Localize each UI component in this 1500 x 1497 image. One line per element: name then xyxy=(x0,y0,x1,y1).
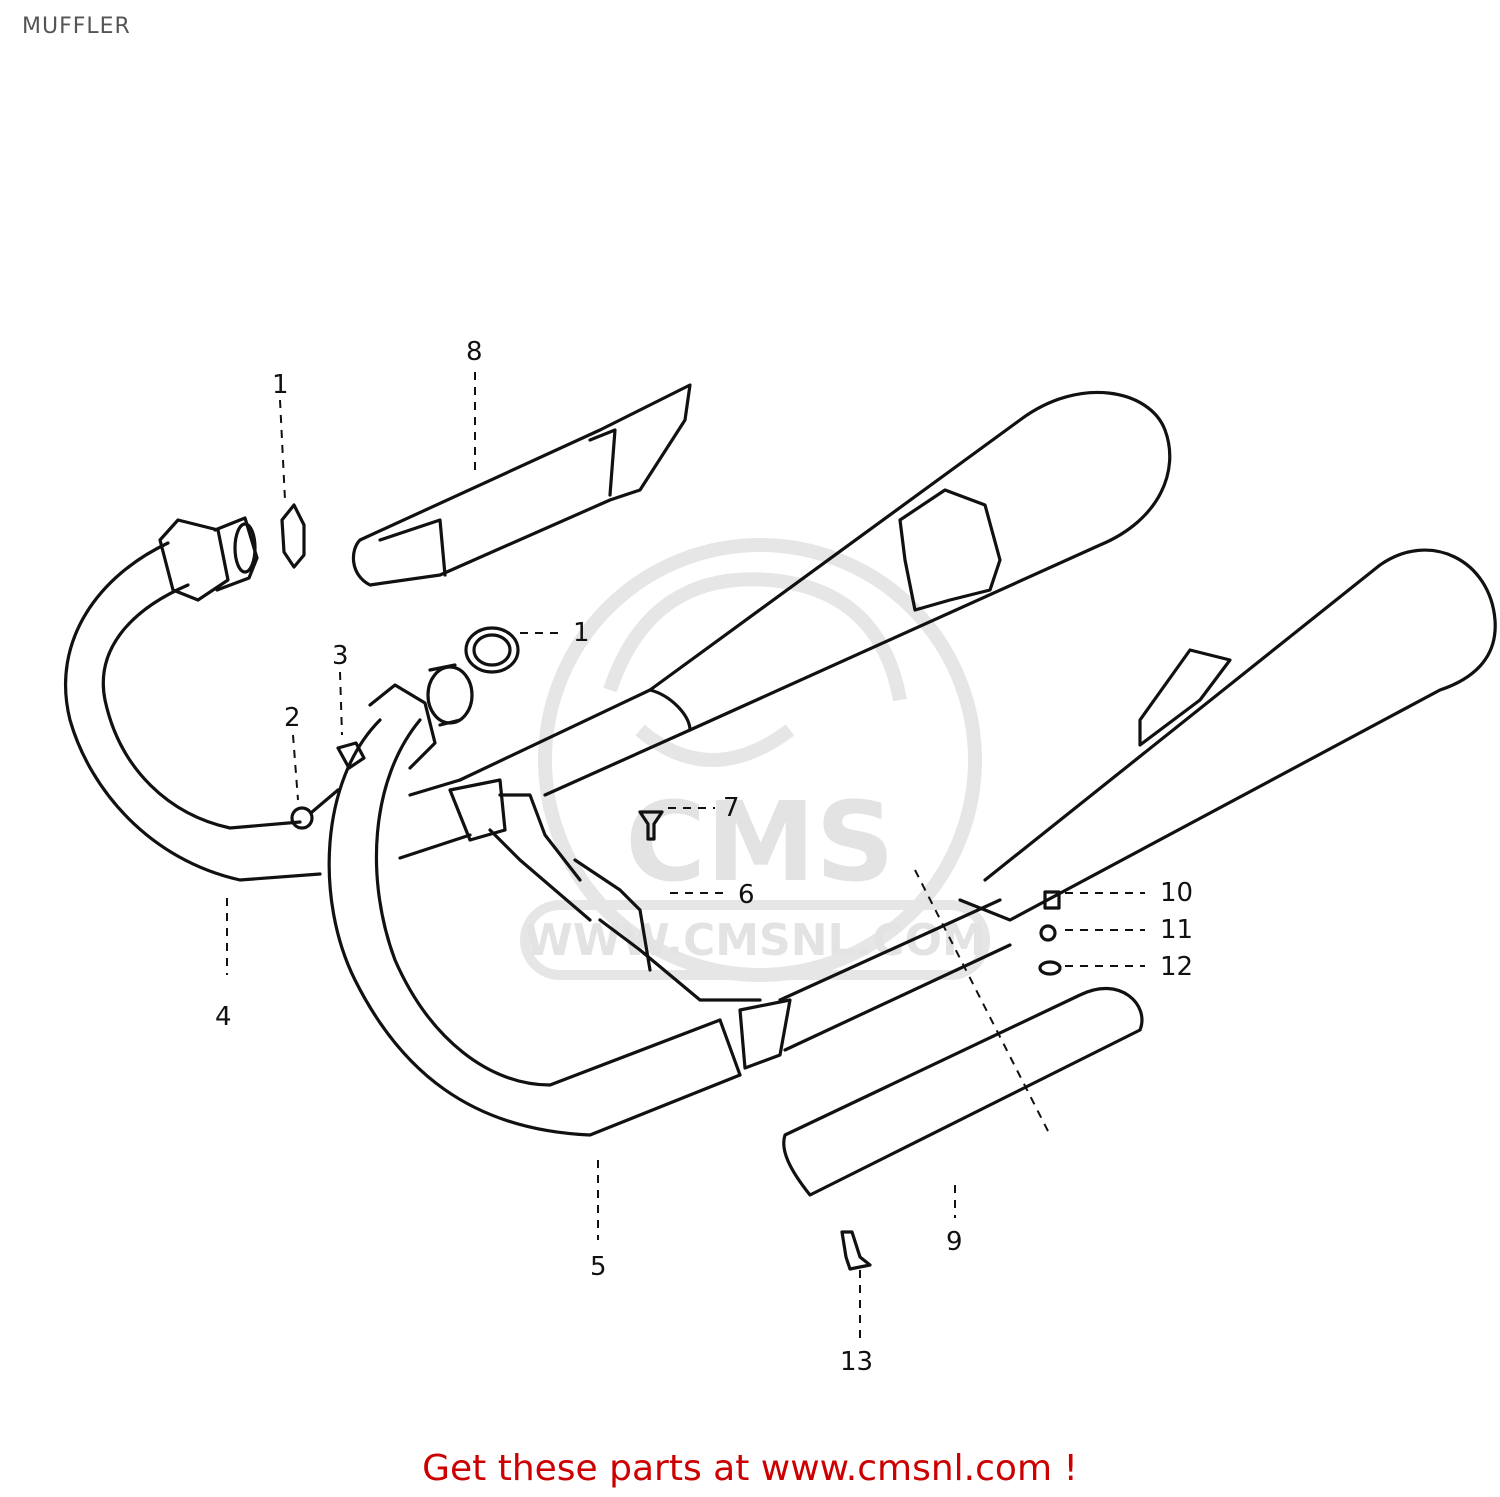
callout-6: 6 xyxy=(738,880,755,910)
footer-link[interactable]: Get these parts at www.cmsnl.com ! xyxy=(422,1448,1078,1489)
nut xyxy=(336,741,366,770)
watermark-url: WWW.CMSNL.COM xyxy=(524,915,986,966)
leader-lines xyxy=(226,372,1145,1340)
washer-11 xyxy=(1039,924,1057,942)
callout-9: 9 xyxy=(946,1227,963,1257)
callout-11: 11 xyxy=(1160,915,1193,945)
callout-1-upper: 1 xyxy=(272,370,289,400)
stud-bolt xyxy=(290,788,340,830)
screw-13 xyxy=(840,1230,872,1271)
muffler-upper xyxy=(458,390,1172,797)
callout-3: 3 xyxy=(332,641,349,671)
callout-10: 10 xyxy=(1160,878,1193,908)
gasket-upper xyxy=(280,503,306,569)
callout-labels: 1 1 2 3 4 5 6 7 8 9 10 11 12 13 xyxy=(215,337,1193,1377)
callout-4: 4 xyxy=(215,1002,232,1032)
fastener-7 xyxy=(638,810,664,841)
crossover-pipe xyxy=(398,778,762,1002)
heat-shield-upper xyxy=(351,383,692,587)
callout-12: 12 xyxy=(1160,952,1193,982)
washer-10 xyxy=(1043,890,1061,910)
washer-12 xyxy=(1038,960,1062,976)
callout-1-middle: 1 xyxy=(573,618,590,648)
heat-shield-lower xyxy=(782,987,1144,1197)
muffler-lower xyxy=(958,548,1497,922)
callout-2: 2 xyxy=(284,703,301,733)
callout-7: 7 xyxy=(723,793,740,823)
callout-13: 13 xyxy=(840,1347,873,1377)
callout-8: 8 xyxy=(466,337,483,367)
cmsnl-watermark: CMS WWW.CMSNL.COM xyxy=(520,538,990,982)
exhaust-pipe-right xyxy=(327,663,1012,1137)
gasket-middle xyxy=(464,626,520,674)
exhaust-pipe-left xyxy=(64,516,322,882)
callout-5: 5 xyxy=(590,1252,607,1282)
watermark-brand: CMS xyxy=(625,778,894,906)
page-title: MUFFLER xyxy=(22,14,131,39)
